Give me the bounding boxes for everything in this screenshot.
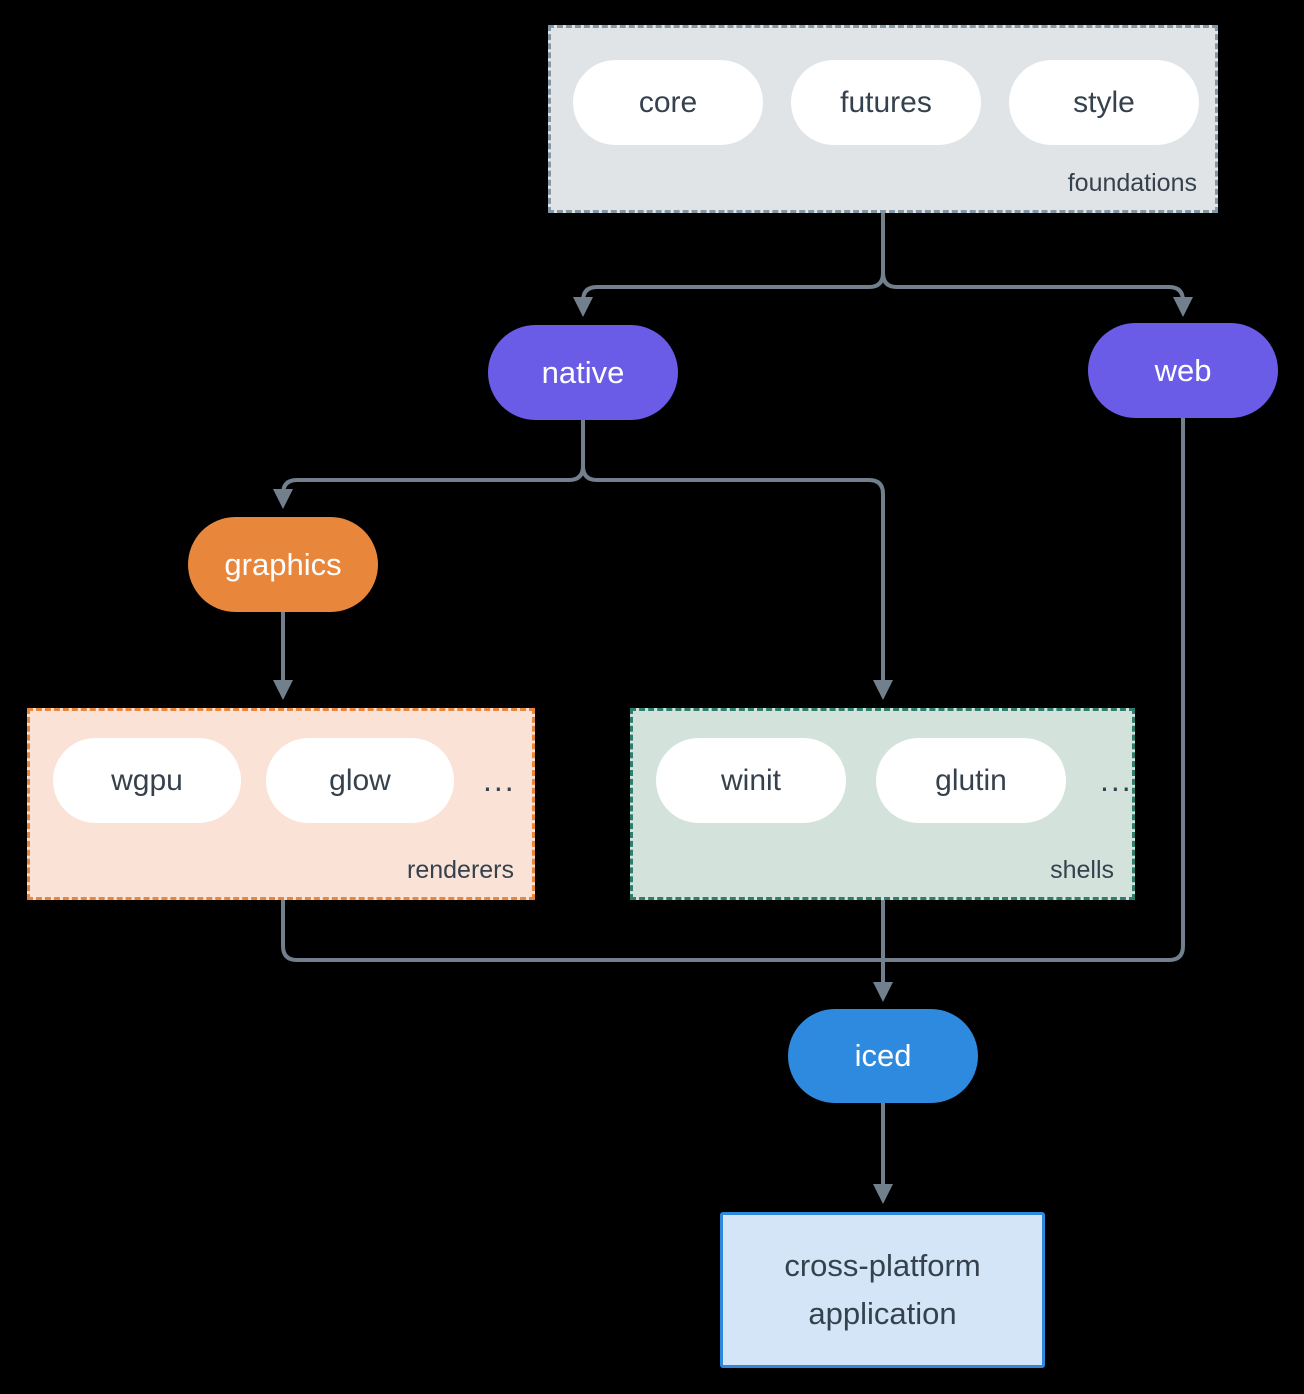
- node-glow: glow: [266, 738, 454, 823]
- group-renderers: wgpu glow ... renderers: [27, 708, 535, 900]
- shells-ellipsis: ...: [1100, 762, 1133, 798]
- node-application: cross-platform application: [720, 1212, 1045, 1368]
- group-renderers-label: renderers: [407, 856, 514, 884]
- group-foundations-label: foundations: [1067, 169, 1197, 197]
- group-shells: winit glutin ... shells: [630, 708, 1135, 900]
- renderers-ellipsis: ...: [483, 762, 516, 798]
- group-shells-label: shells: [1050, 856, 1114, 884]
- renderers-pill-row: wgpu glow ...: [30, 711, 532, 823]
- node-wgpu: wgpu: [53, 738, 241, 823]
- edge-foundations-web: [881, 272, 1193, 317]
- node-graphics: graphics: [188, 517, 378, 612]
- edge-native-shells: [581, 465, 893, 700]
- node-web: web: [1088, 323, 1278, 418]
- group-foundations: core futures style foundations: [548, 25, 1218, 213]
- edge-foundations-native: [573, 213, 885, 317]
- node-glutin: glutin: [876, 738, 1066, 823]
- node-style: style: [1009, 60, 1199, 145]
- node-winit: winit: [656, 738, 846, 823]
- node-core: core: [573, 60, 763, 145]
- node-iced: iced: [788, 1009, 978, 1103]
- node-native: native: [488, 325, 678, 420]
- shells-pill-row: winit glutin ...: [633, 711, 1132, 823]
- application-label: cross-platform application: [784, 1247, 981, 1331]
- edge-renderers-merge: [281, 900, 883, 962]
- edge-native-graphics: [273, 420, 585, 509]
- foundations-pill-row: core futures style: [551, 28, 1215, 145]
- node-futures: futures: [791, 60, 981, 145]
